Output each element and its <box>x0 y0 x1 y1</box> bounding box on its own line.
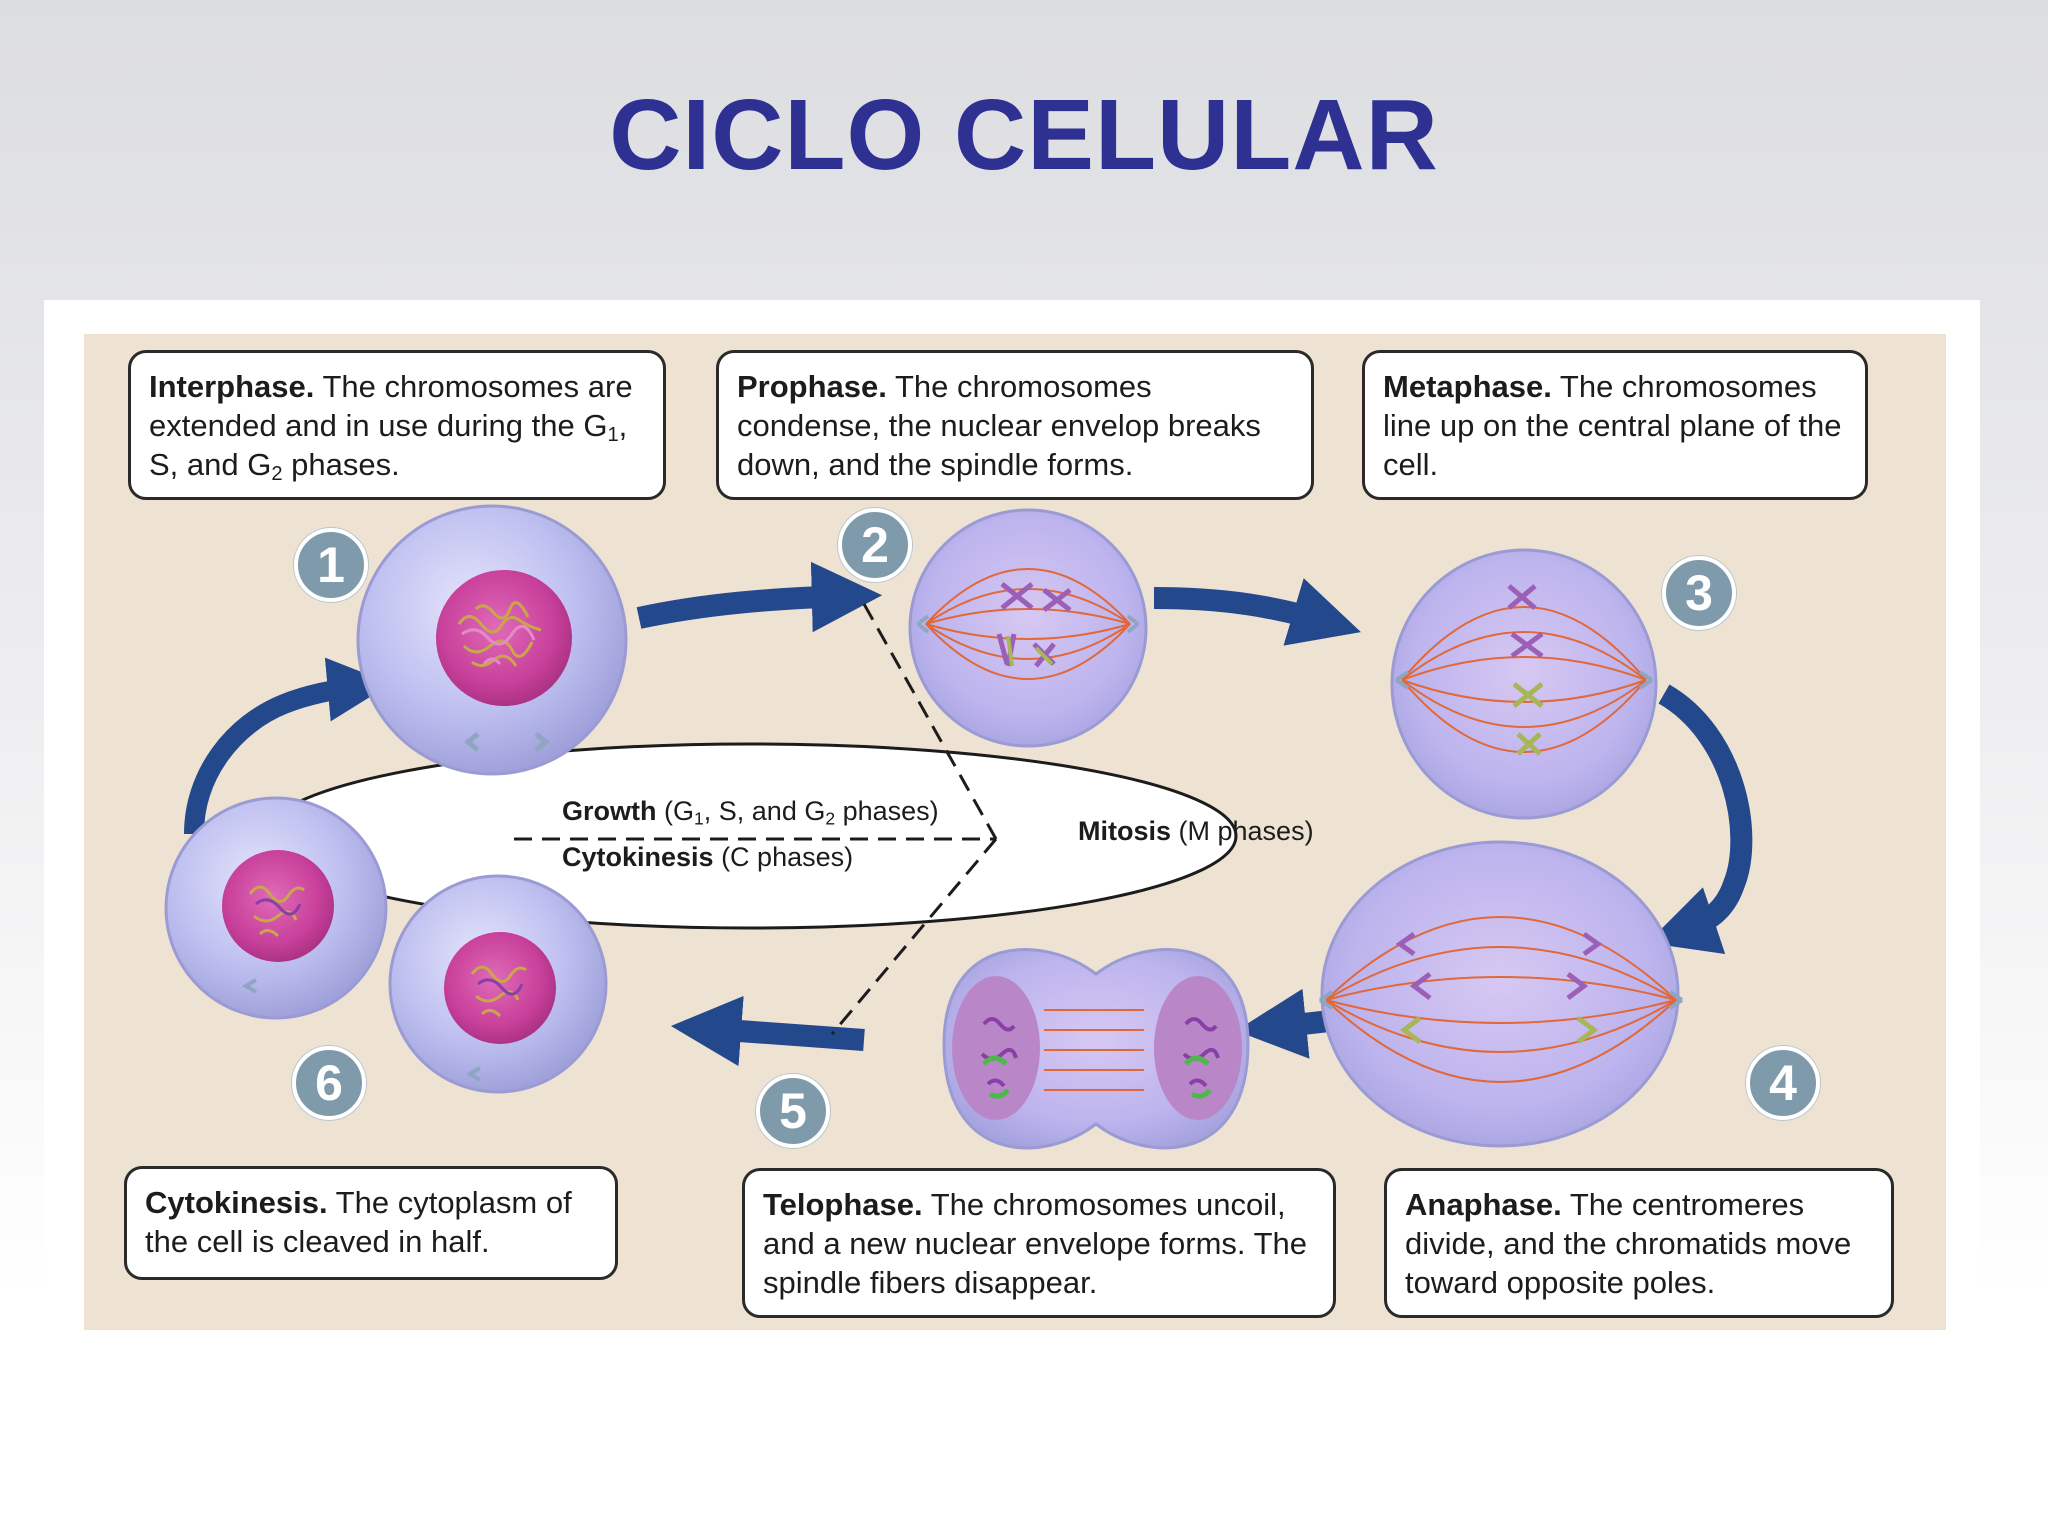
interphase-text-3: phases. <box>282 447 400 482</box>
phase-badge-5: 5 <box>756 1074 830 1148</box>
mitosis-label: Mitosis (M phases) <box>1078 816 1314 847</box>
arrow-5-to-6 <box>670 995 865 1067</box>
anaphase-description: Anaphase. The centromeres divide, and th… <box>1384 1168 1894 1318</box>
phase-badge-4: 4 <box>1746 1046 1820 1120</box>
phase-badge-1: 1 <box>294 528 368 602</box>
telophase-title: Telophase. <box>763 1187 923 1222</box>
cytokinesis-description: Cytokinesis. The cytoplasm of the cell i… <box>124 1166 618 1280</box>
growth-sub-2: 2 <box>825 808 836 829</box>
cytokinesis-text: The cytoplasm of the cell is cleaved in … <box>145 1185 572 1259</box>
dashed-divider-lower <box>830 838 998 1035</box>
arrow-3-to-4 <box>1647 684 1753 955</box>
growth-text: (G <box>656 796 694 826</box>
daughter-cell-left <box>164 796 388 1020</box>
telophase-cell <box>942 948 1250 1150</box>
metaphase-text: The chromosomes line up on the central p… <box>1383 369 1842 482</box>
growth-text-3: phases) <box>835 796 939 826</box>
mitosis-title: Mitosis <box>1078 816 1172 846</box>
arrow-6-to-1 <box>184 657 392 835</box>
slide-title: CICLO CELULAR <box>609 79 1439 191</box>
daughter-cell-right <box>388 874 608 1094</box>
interphase-text-2: , S, and G <box>149 408 628 482</box>
interphase-sub-2: 2 <box>271 463 283 486</box>
cytokinesis-title: Cytokinesis. <box>145 1185 328 1220</box>
prophase-description: Prophase. The chromosomes condense, the … <box>716 350 1314 500</box>
mitosis-text: (M phases) <box>1171 816 1314 846</box>
interphase-cell <box>356 504 628 776</box>
growth-text-2: , S, and G <box>703 796 826 826</box>
anaphase-cell <box>1318 840 1684 1148</box>
cell-cycle-figure: Interphase. The chromosomes are extended… <box>84 334 1946 1330</box>
prophase-cell <box>908 508 1148 748</box>
growth-label: Growth (G1, S, and G2 phases) <box>562 796 939 827</box>
metaphase-cell <box>1390 548 1658 820</box>
metaphase-description: Metaphase. The chromosomes line up on th… <box>1362 350 1868 500</box>
interphase-description: Interphase. The chromosomes are extended… <box>128 350 666 500</box>
arrow-2-to-3 <box>1153 578 1361 646</box>
dashed-divider-upper <box>862 603 998 840</box>
arrow-1-to-2 <box>636 561 883 633</box>
cytokinesis-label: Cytokinesis (C phases) <box>562 842 853 873</box>
cytokinesis-center-title: Cytokinesis <box>562 842 714 872</box>
telophase-text: The chromosomes uncoil, and a new nuclea… <box>763 1187 1307 1300</box>
metaphase-title: Metaphase. <box>1383 369 1552 404</box>
phase-badge-3: 3 <box>1662 556 1736 630</box>
growth-title: Growth <box>562 796 657 826</box>
cytokinesis-center-text: (C phases) <box>713 842 854 872</box>
interphase-title: Interphase. <box>149 369 315 404</box>
interphase-text: The chromosomes are extended and in use … <box>149 369 633 443</box>
phase-badge-6: 6 <box>292 1046 366 1120</box>
interphase-sub-1: 1 <box>607 424 619 447</box>
phase-badge-2: 2 <box>838 508 912 582</box>
prophase-text: The chromosomes condense, the nuclear en… <box>737 369 1261 482</box>
cell-cycle-diagram <box>164 504 1753 1150</box>
anaphase-text: The centromeres divide, and the chromati… <box>1405 1187 1852 1300</box>
growth-sub-1: 1 <box>694 808 704 829</box>
anaphase-title: Anaphase. <box>1405 1187 1562 1222</box>
telophase-description: Telophase. The chromosomes uncoil, and a… <box>742 1168 1336 1318</box>
prophase-title: Prophase. <box>737 369 887 404</box>
